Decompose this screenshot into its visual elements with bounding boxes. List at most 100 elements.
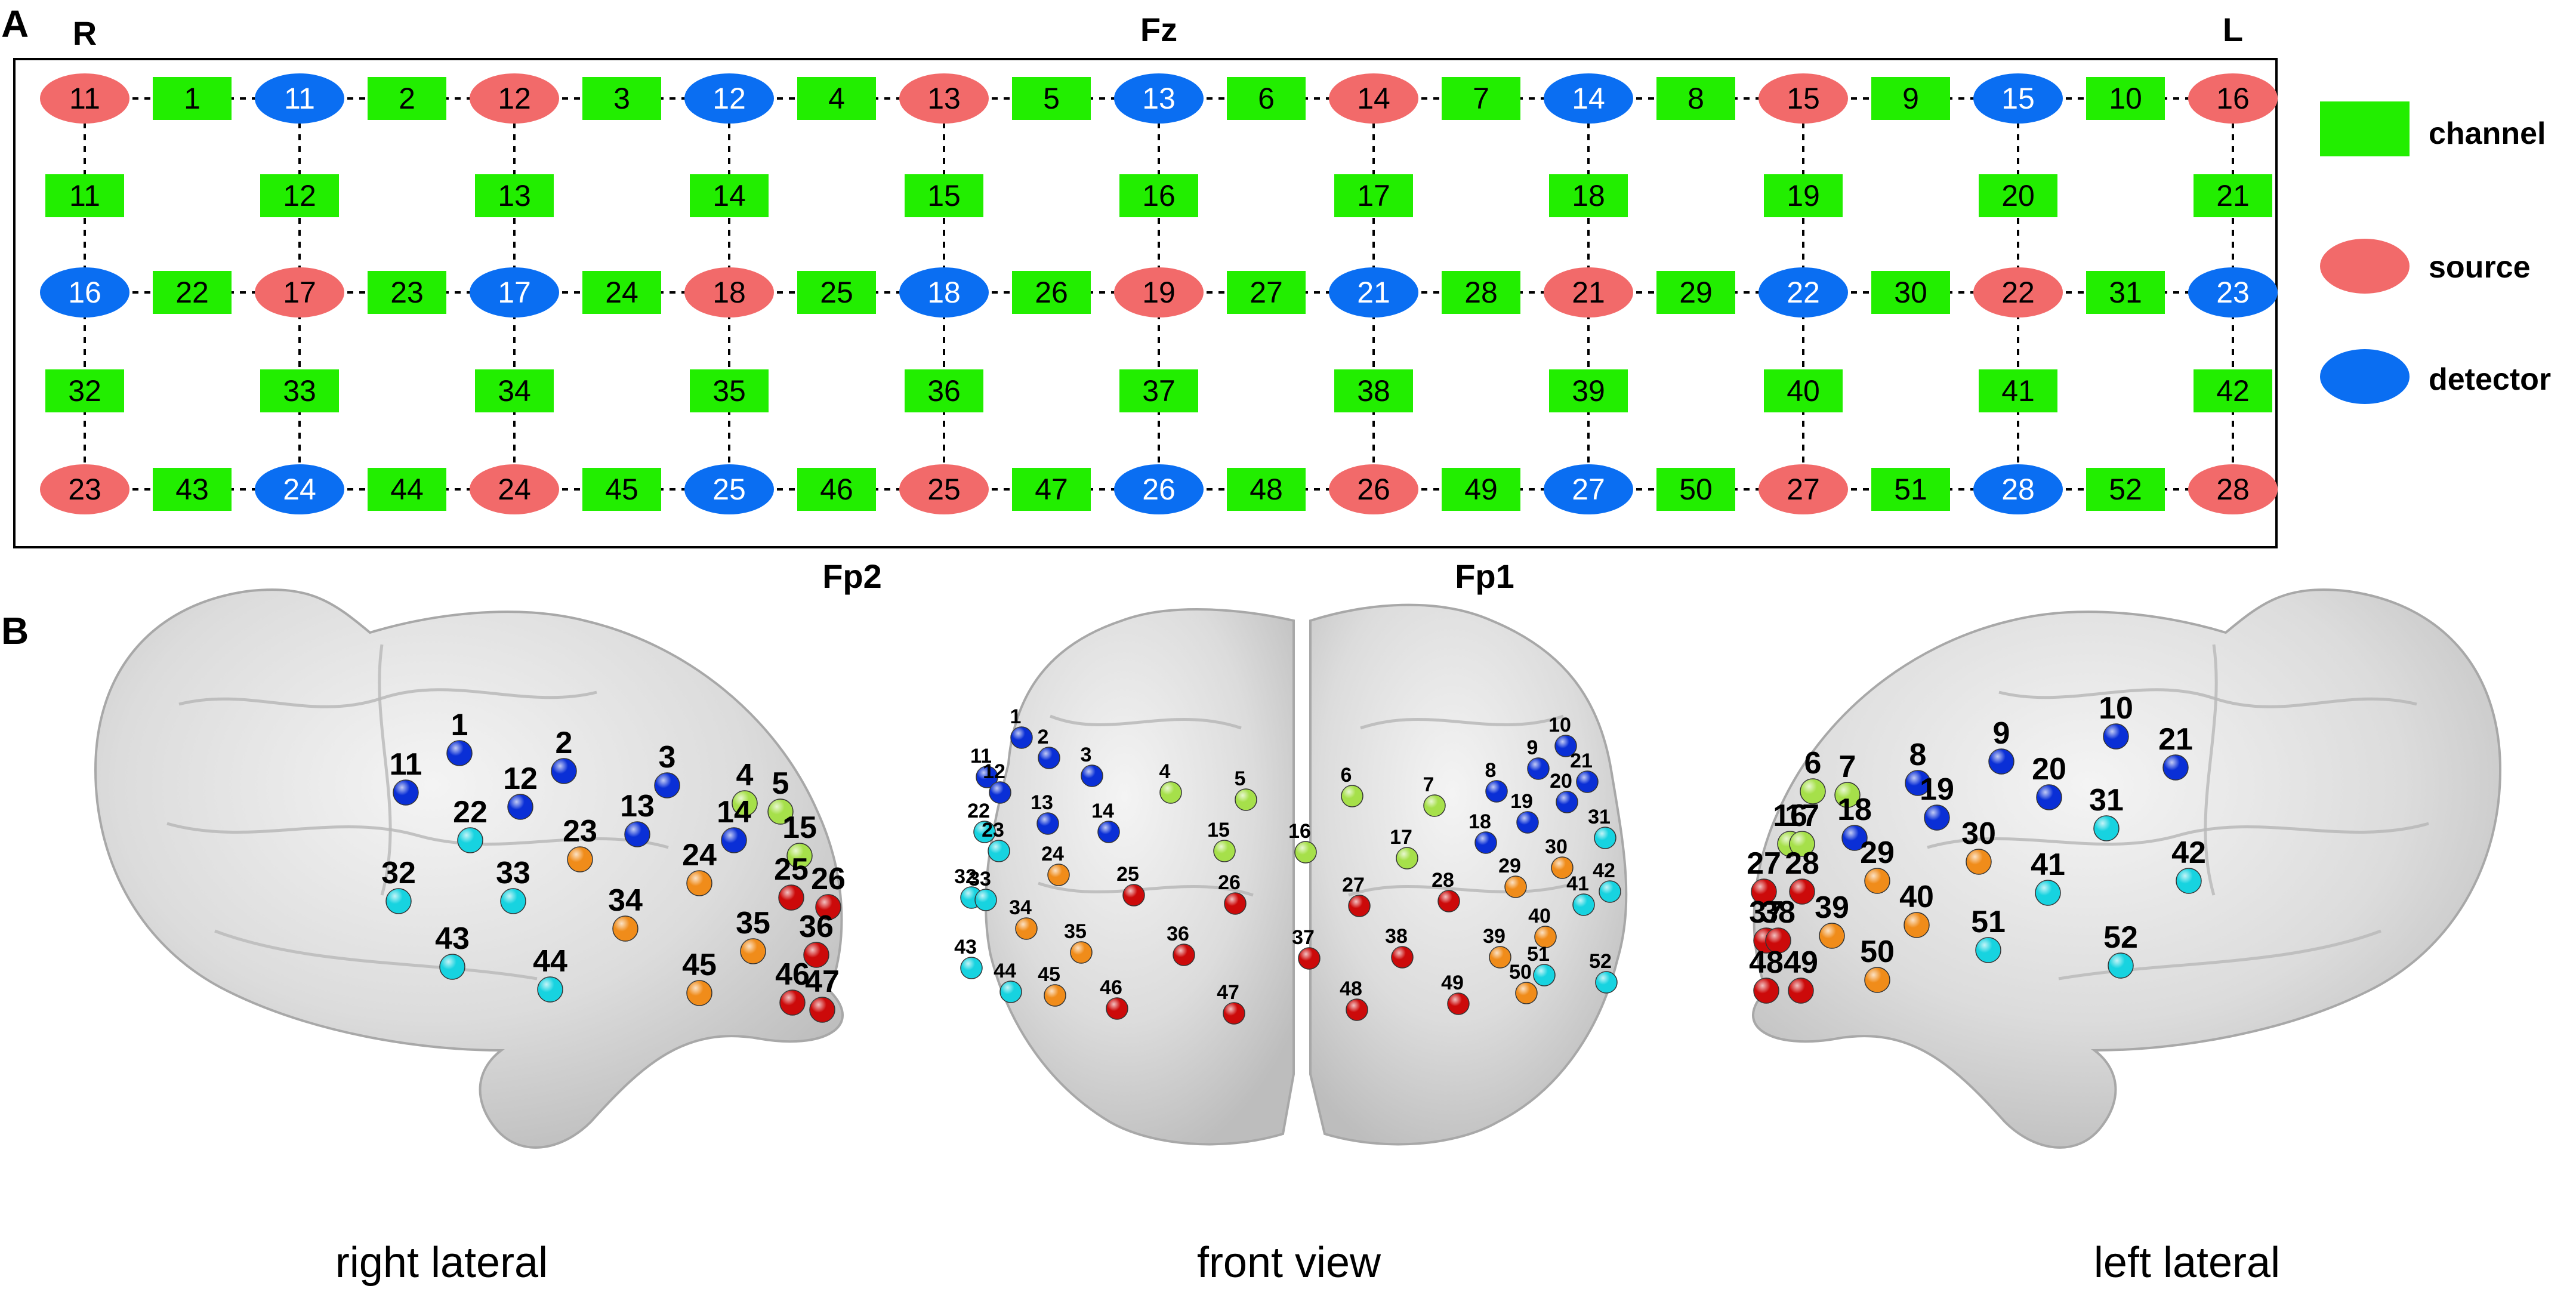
- detector-15: 15: [1973, 73, 2063, 124]
- svg-text:40: 40: [1528, 905, 1551, 927]
- channel-52: 52: [2086, 468, 2165, 511]
- svg-text:14: 14: [712, 179, 746, 212]
- source-16: 16: [2188, 73, 2278, 124]
- svg-text:20: 20: [1550, 770, 1572, 793]
- brain-point-front-view-24: 24: [1041, 843, 1070, 886]
- brain-point-front-view-3: 3: [1081, 744, 1103, 787]
- brain-point-front-view-2: 2: [1038, 726, 1060, 769]
- svg-text:15: 15: [1207, 819, 1230, 841]
- brain-point-front-view-49: 49: [1441, 972, 1470, 1015]
- brain-point-front-view-19: 19: [1510, 790, 1539, 834]
- brain-point-front-view-39: 39: [1483, 925, 1511, 969]
- view-label-left-lateral: left lateral: [2093, 1239, 2281, 1287]
- brain-point-left-lateral-30: 30: [1961, 816, 1996, 875]
- detector-21: 21: [1329, 267, 1418, 317]
- svg-text:15: 15: [782, 810, 817, 845]
- brain-point-left-lateral-20: 20: [2032, 752, 2066, 810]
- svg-text:22: 22: [967, 800, 990, 822]
- svg-text:13: 13: [1142, 82, 1176, 115]
- svg-text:25: 25: [774, 852, 809, 887]
- svg-text:34: 34: [608, 883, 643, 918]
- detector-14: 14: [1544, 73, 1633, 124]
- channel-31: 31: [2086, 271, 2165, 314]
- svg-text:5: 5: [1235, 767, 1246, 790]
- brain-point-front-view-47: 47: [1217, 981, 1245, 1025]
- detector-16: 16: [40, 267, 129, 317]
- svg-text:17: 17: [1357, 179, 1390, 212]
- brain-point-right-lateral-44: 44: [533, 944, 567, 1003]
- detector-18: 18: [899, 267, 989, 317]
- brain-point-right-lateral-22: 22: [453, 795, 488, 853]
- source-28: 28: [2188, 464, 2278, 514]
- brain-point-front-view-35: 35: [1064, 920, 1093, 964]
- svg-text:26: 26: [1218, 871, 1241, 894]
- channel-34: 34: [475, 369, 554, 412]
- side-label-fz: Fz: [1140, 11, 1178, 48]
- svg-text:7: 7: [1839, 750, 1856, 784]
- label-fp1: Fp1: [1455, 557, 1514, 595]
- brain-point-front-view-34: 34: [1009, 896, 1038, 940]
- svg-text:23: 23: [982, 819, 1004, 841]
- brain-point-front-view-27: 27: [1342, 874, 1371, 917]
- brain-point-front-view-33: 33: [968, 868, 997, 911]
- svg-text:44: 44: [994, 960, 1016, 982]
- svg-text:27: 27: [1787, 473, 1820, 506]
- svg-text:14: 14: [717, 795, 751, 830]
- svg-text:45: 45: [605, 473, 638, 506]
- svg-text:12: 12: [712, 82, 746, 115]
- brain-point-front-view-11: 11: [970, 745, 998, 788]
- brain-point-front-view-46: 46: [1100, 976, 1128, 1020]
- panel-b-label: B: [1, 609, 29, 652]
- brain-point-front-view-4: 4: [1159, 760, 1182, 804]
- svg-text:2: 2: [556, 726, 573, 760]
- legend-label-detector: detector: [2429, 362, 2552, 397]
- brain-point-front-view-7: 7: [1423, 773, 1446, 817]
- brain-point-front-view-29: 29: [1498, 855, 1527, 898]
- svg-text:16: 16: [2216, 82, 2250, 115]
- detector-26: 26: [1114, 464, 1204, 514]
- svg-text:33: 33: [968, 868, 991, 890]
- channel-19: 19: [1764, 174, 1843, 217]
- svg-text:13: 13: [1031, 791, 1053, 814]
- channel-49: 49: [1442, 468, 1520, 511]
- brain-point-right-lateral-13: 13: [620, 789, 655, 847]
- svg-text:32: 32: [381, 856, 416, 890]
- detector-24: 24: [255, 464, 344, 514]
- brain-right-lateral: [94, 588, 844, 1149]
- brain-front-view: [984, 603, 1628, 1146]
- brain-point-front-view-16: 16: [1288, 820, 1317, 864]
- svg-text:18: 18: [1837, 793, 1872, 827]
- svg-text:9: 9: [1902, 82, 1919, 115]
- svg-text:48: 48: [1250, 473, 1283, 506]
- svg-text:13: 13: [498, 179, 531, 212]
- brain-point-front-view-14: 14: [1091, 800, 1120, 843]
- svg-text:8: 8: [1909, 738, 1927, 772]
- svg-text:49: 49: [1441, 972, 1464, 994]
- svg-text:22: 22: [1787, 276, 1820, 309]
- svg-text:28: 28: [2216, 473, 2250, 506]
- svg-text:43: 43: [175, 473, 209, 506]
- svg-text:10: 10: [2099, 691, 2133, 726]
- channel-4: 4: [797, 77, 876, 120]
- brain-point-front-view-15: 15: [1207, 819, 1236, 862]
- brain-point-front-view-13: 13: [1031, 791, 1059, 835]
- channel-8: 8: [1656, 77, 1735, 120]
- svg-text:51: 51: [1971, 905, 2006, 939]
- svg-text:10: 10: [2109, 82, 2142, 115]
- side-label-left: L: [2222, 11, 2244, 48]
- svg-text:52: 52: [2109, 473, 2142, 506]
- brain-point-front-view-40: 40: [1528, 905, 1557, 948]
- source-19: 19: [1114, 267, 1204, 317]
- channel-37: 37: [1119, 369, 1198, 412]
- svg-text:19: 19: [1142, 276, 1176, 309]
- svg-text:8: 8: [1687, 82, 1704, 115]
- source-27: 27: [1759, 464, 1848, 514]
- brain-point-front-view-43: 43: [954, 936, 983, 979]
- channel-47: 47: [1012, 468, 1091, 511]
- brain-point-left-lateral-49: 49: [1784, 945, 1818, 1004]
- svg-text:32: 32: [68, 374, 101, 408]
- brain-point-right-lateral-32: 32: [381, 856, 416, 914]
- svg-text:38: 38: [1761, 895, 1796, 930]
